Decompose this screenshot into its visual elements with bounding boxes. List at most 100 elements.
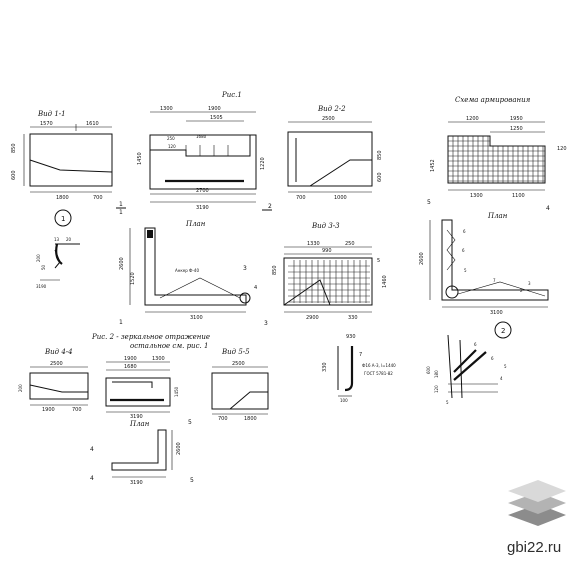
svg-text:1460: 1460 [382, 275, 388, 288]
svg-text:2: 2 [501, 327, 505, 335]
view-2-2-outline [287, 131, 373, 187]
svg-text:120: 120 [557, 146, 567, 152]
logo-slab-middle [508, 492, 566, 514]
svg-text:1000: 1000 [334, 195, 347, 201]
figure-2-caption-1: Рис. 2 - зеркальное отражение [91, 333, 210, 341]
svg-text:5: 5 [190, 477, 194, 484]
svg-text:2500: 2500 [322, 116, 335, 122]
svg-text:2500: 2500 [232, 361, 245, 367]
svg-text:990: 990 [322, 248, 332, 254]
svg-text:1200: 1200 [466, 116, 479, 122]
gbi-logo-icon [508, 480, 566, 526]
scheme-mesh [448, 136, 545, 183]
svg-text:120: 120 [168, 144, 176, 149]
plan-fig2-outline [111, 429, 167, 471]
fig1-elevation: 1300 1900 1505 250 1680 120 1450 1220 27… [116, 106, 272, 211]
svg-text:250: 250 [167, 136, 175, 141]
svg-text:6: 6 [491, 356, 494, 361]
svg-text:1: 1 [119, 319, 123, 326]
svg-text:180: 180 [434, 370, 439, 378]
svg-text:1505: 1505 [210, 115, 223, 121]
svg-text:1900: 1900 [208, 106, 221, 112]
dim-600: 600 [11, 170, 17, 180]
plan-right: План 5 4 2600 6 6 5 7 2 3 3100 [419, 199, 550, 316]
view-5-5: Вид 5-5 2500 700 1800 [211, 348, 269, 422]
svg-text:5: 5 [427, 199, 431, 206]
svg-text:250: 250 [345, 241, 355, 247]
view-1-1-slope [29, 159, 113, 173]
logo-slab-top [508, 480, 566, 502]
svg-text:План: План [129, 420, 150, 428]
svg-text:4: 4 [90, 446, 94, 453]
dim-850: 850 [11, 143, 17, 153]
svg-text:1450: 1450 [174, 386, 179, 397]
svg-text:600: 600 [377, 172, 383, 182]
svg-text:3100: 3100 [190, 315, 203, 321]
svg-text:2700: 2700 [196, 188, 209, 194]
scheme-label: Схема армирования [455, 96, 531, 104]
cut-2-top: 2 [268, 203, 272, 210]
svg-text:330: 330 [322, 362, 328, 372]
svg-text:700: 700 [218, 416, 228, 422]
svg-text:4: 4 [254, 285, 257, 291]
dim-1800: 1800 [56, 195, 69, 201]
view-4-4-label: Вид 4-4 [44, 348, 73, 356]
svg-text:7: 7 [359, 352, 362, 358]
svg-text:2600: 2600 [419, 252, 425, 265]
svg-text:1100: 1100 [512, 193, 525, 199]
rebar-detail: 930 330 7 Ф16 А-3, l=1440 ГОСТ 5781-82 1… [322, 334, 396, 403]
svg-text:3190: 3190 [36, 284, 47, 289]
rebar-spec: Ф16 А-3, l=1440 [362, 363, 396, 368]
svg-text:2600: 2600 [176, 442, 182, 455]
cut-1-top: 1 [119, 201, 123, 208]
svg-text:1300: 1300 [160, 106, 173, 112]
detail-1-marker [54, 209, 72, 227]
plan-fig2: План 2600 3190 4 4 5 5 [90, 419, 194, 486]
fig2-elevation: 1900 1300 1680 1450 3190 [105, 356, 179, 420]
dim-700: 700 [93, 195, 103, 201]
svg-text:850: 850 [377, 150, 383, 160]
svg-text:1220: 1220 [260, 157, 266, 170]
svg-text:6: 6 [462, 248, 465, 253]
detail-1: 1 13 20 200 50 3190 [36, 209, 80, 289]
svg-text:100: 100 [340, 398, 348, 403]
svg-text:1330: 1330 [307, 241, 320, 247]
svg-text:5: 5 [377, 258, 380, 264]
svg-text:1450: 1450 [137, 152, 143, 165]
svg-text:1: 1 [61, 215, 65, 223]
rebar-gost: ГОСТ 5781-82 [364, 371, 393, 376]
figure-2-caption-2: остальное см. рис. 1 [130, 342, 208, 350]
rebar-bar [344, 346, 354, 392]
view-1-1: Вид 1-1 1570 1610 850 600 1800 700 [11, 110, 113, 201]
svg-text:1680: 1680 [196, 134, 207, 139]
svg-text:1: 1 [119, 209, 123, 216]
svg-text:2500: 2500 [50, 361, 63, 367]
svg-text:4: 4 [90, 475, 94, 482]
fig1-elevation-outline [149, 134, 257, 190]
svg-text:2: 2 [520, 288, 523, 293]
detail-2: 2 6 6 5 4 5 600 180 120 [426, 321, 512, 405]
svg-text:1250: 1250 [510, 126, 523, 132]
svg-text:6: 6 [474, 342, 477, 347]
svg-text:330: 330 [348, 315, 358, 321]
dim-1610: 1610 [86, 121, 99, 127]
svg-text:1950: 1950 [510, 116, 523, 122]
svg-text:50: 50 [41, 264, 46, 270]
svg-text:13: 13 [54, 237, 60, 242]
svg-text:4: 4 [500, 376, 503, 381]
reinforcement-scheme: Схема армирования 1200 1950 1250 1452 12… [430, 96, 567, 199]
view-3-3-mesh [288, 260, 370, 303]
view-1-1-outline [29, 133, 113, 187]
svg-text:4: 4 [546, 205, 550, 212]
view-3-3: Вид 3-3 1330 250 990 850 1460 2900 330 5 [272, 222, 388, 321]
view-2-2: Вид 2-2 2500 850 600 700 1000 [287, 105, 383, 201]
plan-label: План [185, 220, 206, 228]
svg-text:План: План [487, 212, 508, 220]
svg-text:930: 930 [346, 334, 356, 340]
view-5-5-label: Вид 5-5 [221, 348, 250, 356]
dim-1570: 1570 [40, 121, 53, 127]
svg-text:5: 5 [188, 419, 192, 426]
watermark: gbi22.ru [507, 539, 561, 556]
svg-text:700: 700 [296, 195, 306, 201]
view-1-1-label: Вид 1-1 [37, 110, 66, 118]
